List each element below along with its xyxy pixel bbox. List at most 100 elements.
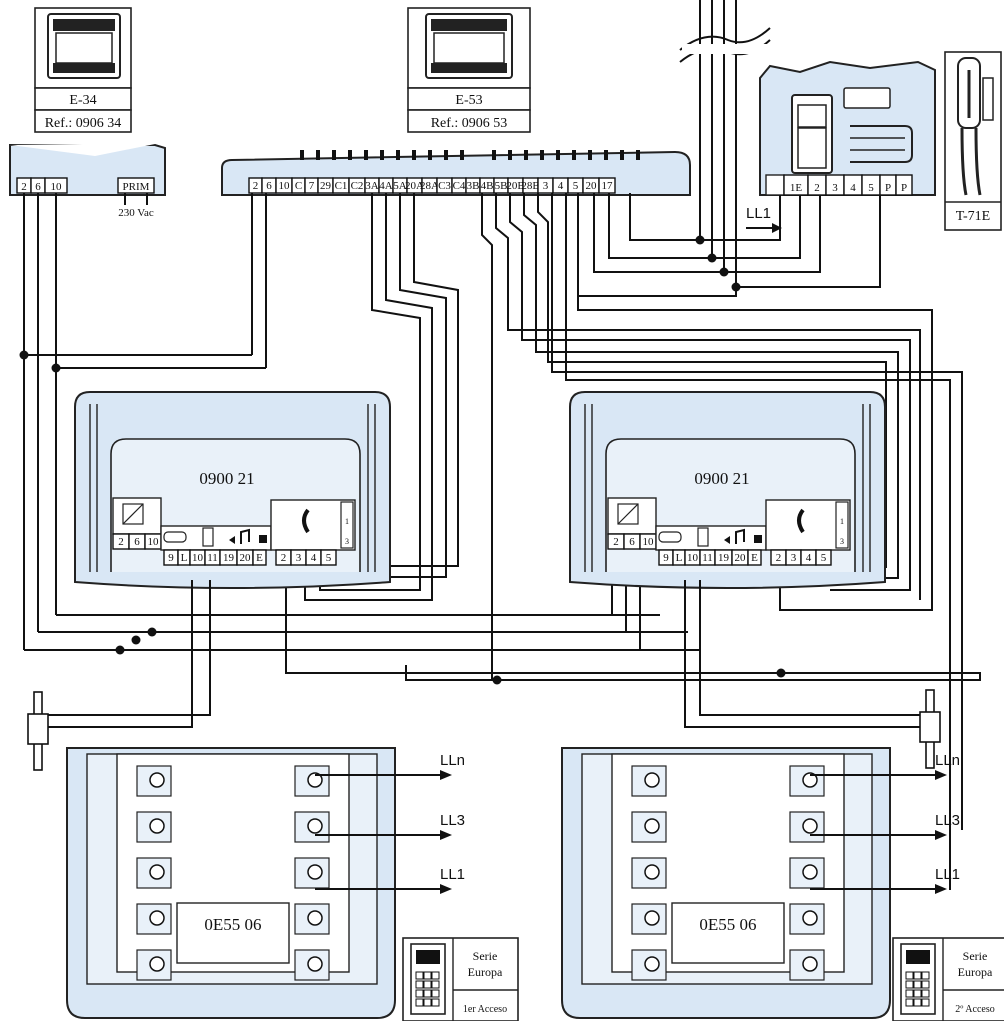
terminal-label: 20: [735, 552, 747, 564]
terminal-label: 3: [791, 552, 797, 564]
lock-icon: [658, 531, 682, 543]
terminal-label: 11: [207, 552, 218, 564]
handset-icon: [797, 508, 805, 534]
terminal-label: 3A: [365, 180, 379, 192]
ll1-handset-arrow: LL1: [746, 205, 782, 233]
screw-icon: [149, 818, 165, 834]
screw-icon: [802, 910, 818, 926]
access-label: 2º Acceso: [955, 1004, 994, 1015]
terminal-label: 3: [296, 552, 302, 564]
svg-text:3: 3: [345, 537, 349, 546]
module-label: 0900 21: [694, 469, 749, 488]
terminal-label: 3B: [467, 180, 480, 192]
terminal-label: 17: [602, 180, 614, 192]
screw-icon: [149, 910, 165, 926]
speaker-icon: [229, 536, 235, 544]
output-line-label: LL3: [440, 812, 465, 829]
output-line-label: LL1: [935, 866, 960, 883]
svg-text:10: 10: [51, 181, 63, 193]
terminal-label: 6: [629, 536, 635, 548]
terminal-label: 28A: [420, 180, 439, 192]
svg-text:LL1: LL1: [746, 205, 771, 222]
terminal-label: 2: [776, 552, 782, 564]
terminal-label: 11: [702, 552, 713, 564]
terminal-label: C2: [351, 180, 364, 192]
terminal-label: 2: [613, 536, 619, 548]
screw-icon: [307, 956, 323, 972]
terminal-label: 2: [253, 180, 259, 192]
lock-icon: [919, 711, 941, 743]
terminal-label: 10: [192, 552, 204, 564]
module-label: 0900 21: [199, 469, 254, 488]
svg-text:1: 1: [345, 517, 349, 526]
terminal-label: C1: [335, 180, 348, 192]
terminal-label: 4B: [481, 180, 494, 192]
output-line-label: LL1: [440, 866, 465, 883]
terminal-label: L: [181, 552, 188, 564]
lock-icon: [163, 531, 187, 543]
screw-icon: [644, 818, 660, 834]
screw-icon: [644, 864, 660, 880]
terminal-label: 19: [718, 552, 730, 564]
terminal-label: E: [751, 552, 758, 564]
terminal-label: 10: [279, 180, 291, 192]
terminal-label: 1E: [790, 182, 803, 194]
pushbutton-module-label: 0E55 06: [699, 915, 756, 934]
terminal-label: 2: [118, 536, 124, 548]
series-label: Europa: [468, 965, 503, 979]
terminal-label: 4: [558, 180, 564, 192]
terminal-label: 5B: [495, 180, 508, 192]
screw-icon: [802, 864, 818, 880]
terminal-label: C: [295, 180, 302, 192]
terminal-label: 19: [223, 552, 235, 564]
screw-icon: [644, 956, 660, 972]
prim-terminal-label: PRIM: [123, 181, 150, 193]
terminal-label: 7: [309, 180, 315, 192]
output-line-label: LLn: [440, 752, 465, 769]
terminal-label: 10: [687, 552, 699, 564]
terminal-label: 20: [586, 180, 598, 192]
terminal-label: 4A: [379, 180, 393, 192]
t71e-model-label: T-71E: [956, 209, 990, 224]
terminal-label: 3: [543, 180, 549, 192]
series-label: Serie: [473, 949, 498, 963]
camera-icon: [754, 535, 762, 543]
music-icon: [240, 528, 250, 544]
screw-icon: [307, 772, 323, 788]
screw-icon: [802, 772, 818, 788]
terminal-label: 9: [168, 552, 174, 564]
terminal-label: 4: [311, 552, 317, 564]
terminal-label: 5: [821, 552, 827, 564]
terminal-label: 20B: [506, 180, 524, 192]
speaker-icon: [724, 536, 730, 544]
voltage-label: 230 Vac: [118, 207, 154, 219]
screw-icon: [307, 910, 323, 926]
svg-text:1: 1: [840, 517, 844, 526]
screw-icon: [149, 956, 165, 972]
terminal-label: 5: [326, 552, 332, 564]
e34-model-label: E-34: [69, 93, 96, 108]
terminal-label: 5: [868, 182, 874, 194]
screw-icon: [802, 818, 818, 834]
terminal-label: 28B: [521, 180, 539, 192]
terminal-label: P: [885, 182, 891, 194]
music-icon: [735, 528, 745, 544]
terminal-label: 9: [663, 552, 669, 564]
screw-icon: [307, 818, 323, 834]
series-label: Serie: [963, 949, 988, 963]
terminal-label: C3: [438, 180, 451, 192]
terminal-label: 2: [814, 182, 820, 194]
terminal-label: P: [901, 182, 907, 194]
handset-icon: [302, 508, 310, 534]
e53-ref-label: Ref.: 0906 53: [431, 116, 508, 131]
terminal-label: 20: [240, 552, 252, 564]
e53-model-label: E-53: [455, 93, 482, 108]
terminal-label: 2: [281, 552, 287, 564]
terminal-label: E: [256, 552, 263, 564]
